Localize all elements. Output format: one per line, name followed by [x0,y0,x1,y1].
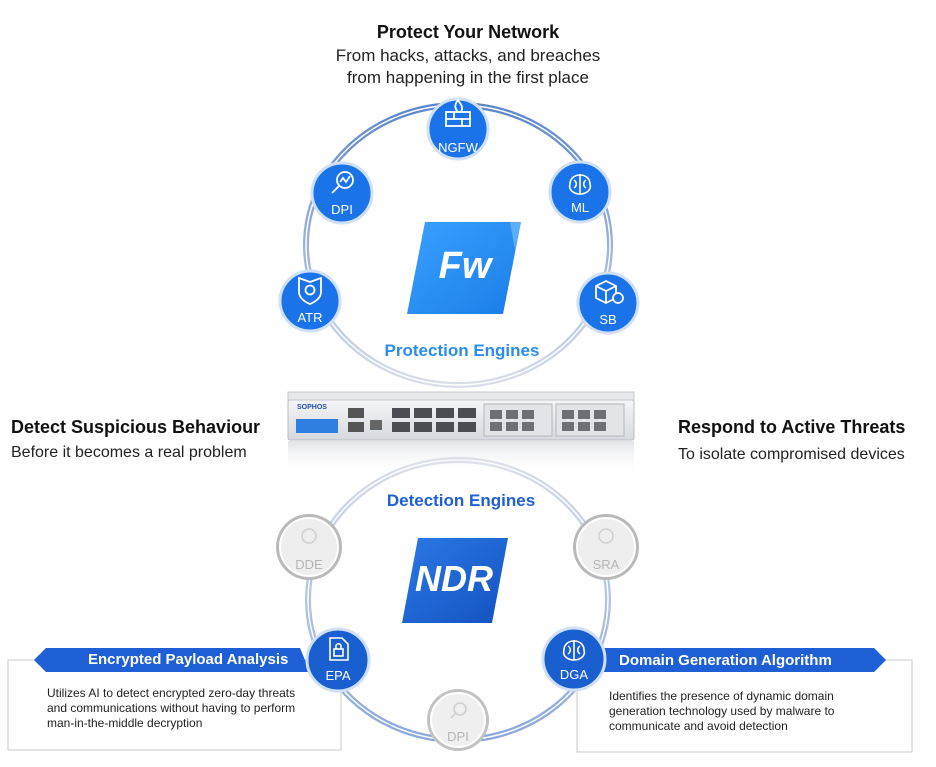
left-callout-title: Detect Suspicious Behaviour [11,417,261,437]
node-sra[interactable] [573,514,639,580]
protection-engines-label: Protection Engines [384,341,540,360]
box-skull-icon [595,279,624,305]
epa-desc-line-2: and communications without having to per… [47,701,296,715]
magnifier-icon [450,702,467,719]
node-ngfw[interactable] [426,97,490,161]
dde-icon [301,528,317,544]
node-epa-label: EPA [325,668,351,683]
brain-icon [562,640,586,661]
dga-callout-frame [576,648,913,753]
dga-desc-line-2: generation technology used by malware to [609,704,835,718]
node-dpi-bottom[interactable] [427,689,489,751]
epa-callout-description: Utilizes AI to detect encrypted zero-day… [47,686,337,731]
firewall-flame-icon [445,98,471,127]
node-atr-label: ATR [297,310,323,325]
dga-desc-line-1: Identifies the presence of dynamic domai… [609,689,834,703]
fw-badge-label: Fw [438,245,492,287]
network-appliance [287,391,635,475]
appliance-brand: SOPHOS [297,404,327,411]
detection-engines-label: Detection Engines [386,491,536,510]
epa-callout-frame [7,648,342,751]
lock-document-icon [329,637,349,661]
node-epa[interactable] [305,627,371,693]
node-ml-label: ML [570,200,590,215]
node-dpi-top[interactable] [310,161,374,225]
fw-badge [407,222,521,314]
node-ml[interactable] [548,160,612,224]
dga-desc-line-3: communicate and avoid detection [609,719,788,733]
shield-skull-icon [298,276,322,305]
node-dga-label: DGA [559,667,589,682]
header-line-1: From hacks, attacks, and breaches [335,46,601,65]
ndr-badge [402,538,508,623]
node-sb[interactable] [576,271,640,335]
sra-icon [598,528,614,544]
epa-desc-line-3: man-in-the-middle decryption [47,716,203,730]
node-sra-label: SRA [592,557,620,572]
node-dpi-top-label: DPI [331,202,353,217]
right-callout-subtitle: To isolate compromised devices [678,446,905,463]
node-dga[interactable] [541,626,607,692]
brain-icon [568,174,592,195]
page-title: Protect Your Network [376,22,560,42]
left-callout-subtitle: Before it becomes a real problem [11,444,247,461]
magnifier-icon [331,171,354,194]
node-dpi-bottom-label: DPI [447,729,469,744]
dga-callout-title: Domain Generation Algorithm [619,652,832,669]
right-callout-title: Respond to Active Threats [678,417,906,437]
node-ngfw-label: NGFW [438,140,478,155]
node-dde-label: DDE [295,557,323,572]
epa-callout-title: Encrypted Payload Analysis [88,651,289,668]
node-dde[interactable] [276,514,342,580]
node-atr[interactable] [278,269,342,333]
dga-callout-description: Identifies the presence of dynamic domai… [609,689,899,734]
ndr-badge-label: NDR [415,558,493,599]
epa-desc-line-1: Utilizes AI to detect encrypted zero-day… [47,686,296,700]
header-line-2: from happening in the first place [347,68,589,87]
node-sb-label: SB [599,312,617,327]
